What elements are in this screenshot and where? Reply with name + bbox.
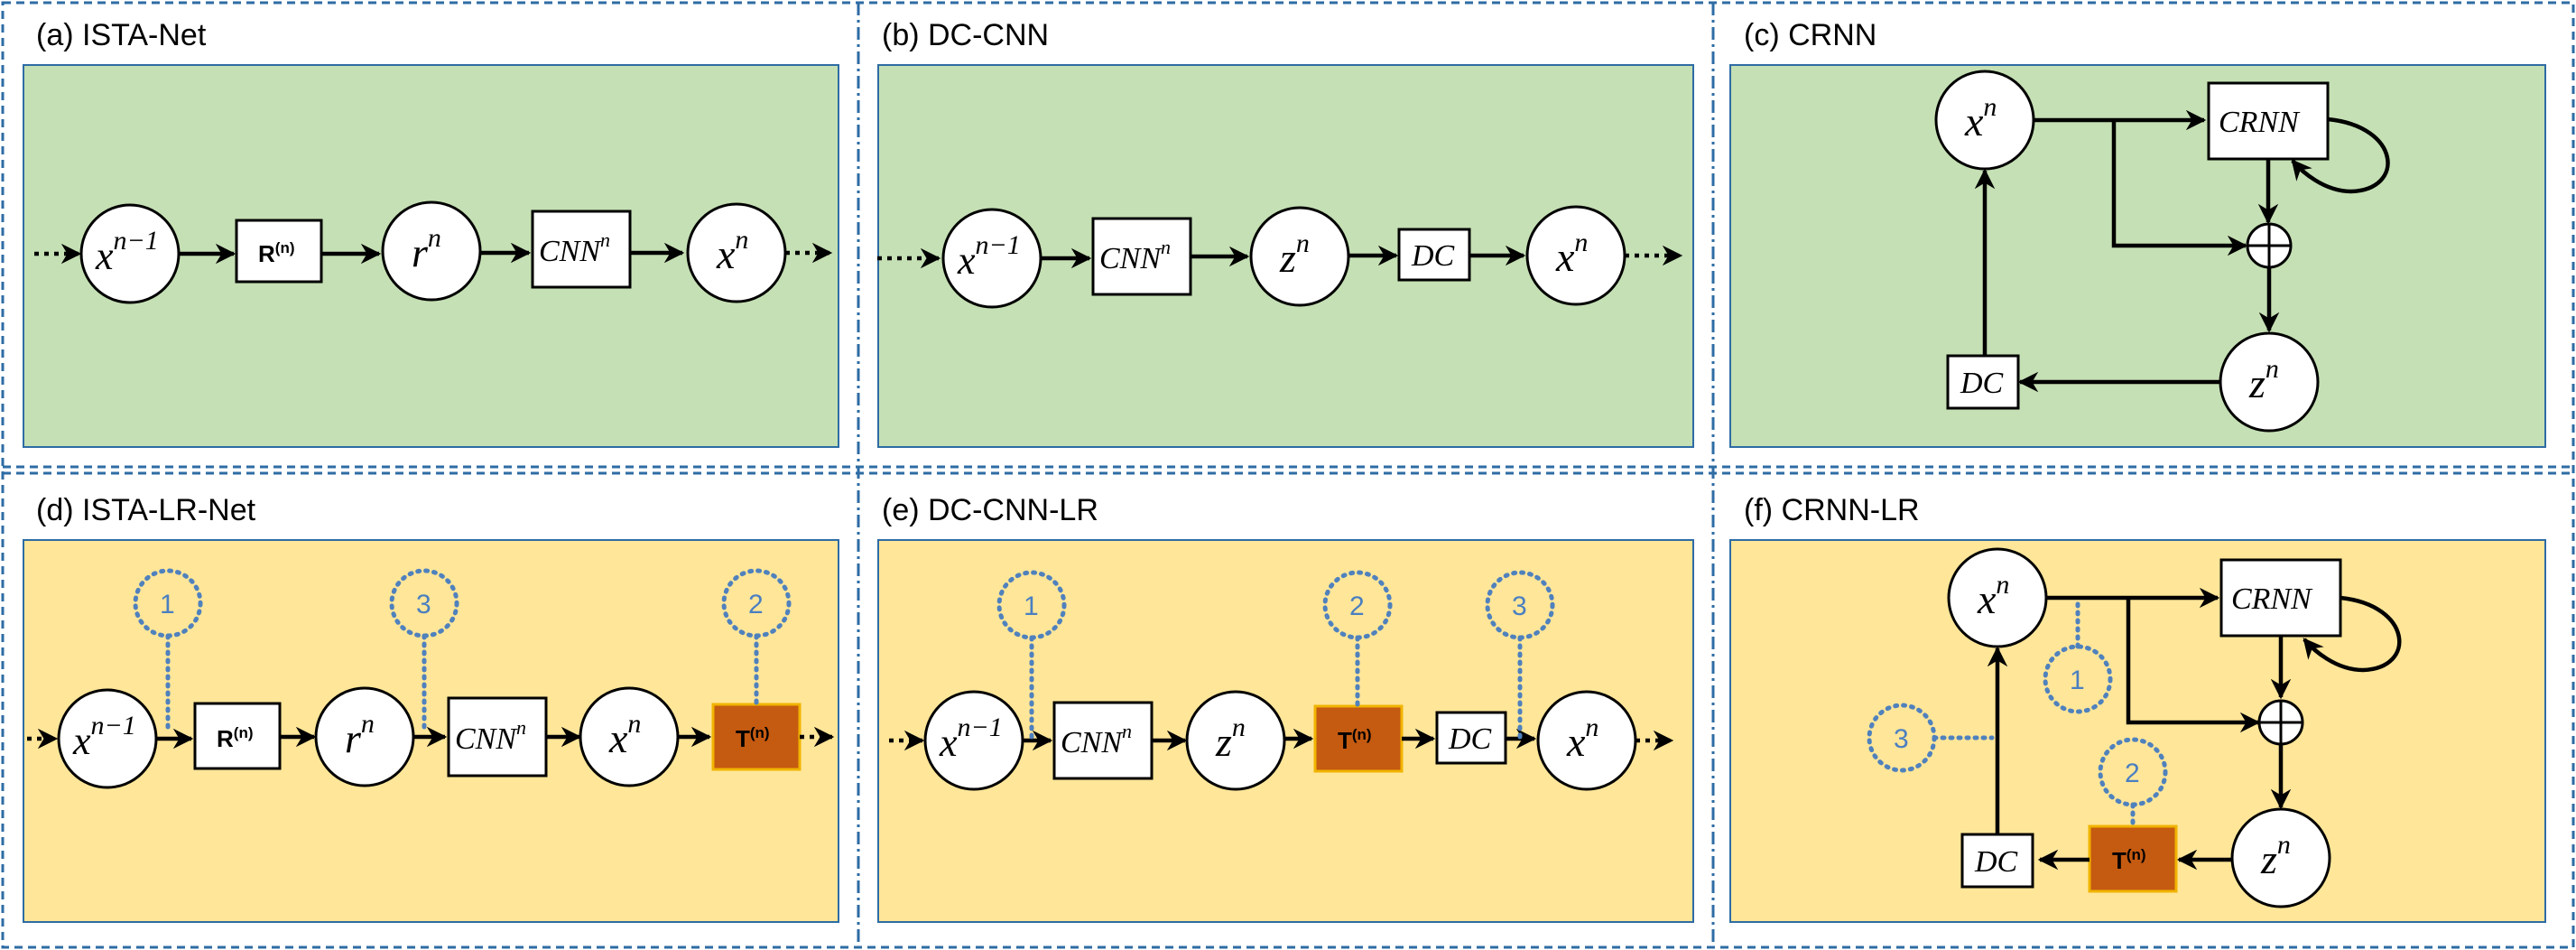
panel-f-title: (f) CRNN-LR — [1744, 493, 1920, 527]
svg-text:CRNN: CRNN — [2231, 582, 2313, 616]
svg-text:zn: zn — [2248, 354, 2279, 406]
panel-c-background — [1729, 64, 2546, 448]
node-dc: DC — [1946, 354, 2020, 410]
svg-text:zn: zn — [1215, 712, 1246, 765]
panel-c-title: (c) CRNN — [1744, 18, 1876, 52]
svg-text:T(n): T(n) — [2112, 846, 2146, 874]
panel-d-title: (d) ISTA-LR-Net — [36, 493, 256, 527]
panel-a-title: (a) ISTA-Net — [36, 18, 207, 52]
svg-text:xn: xn — [608, 709, 641, 761]
node-z: zn — [2219, 331, 2320, 433]
panel-d-diagram: xn−1 R(n) rn CNNn xn T(n) 1 — [27, 568, 835, 789]
node-x-prev: xn−1 — [941, 208, 1042, 309]
panel-b-diagram: xn−1 CNNn zn DC xn — [877, 205, 1683, 309]
node-dc: DC — [1435, 711, 1507, 765]
svg-text:xn−1: xn−1 — [72, 711, 136, 763]
svg-text:R(n): R(n) — [258, 239, 295, 267]
svg-text:zn: zn — [2260, 830, 2291, 882]
marker-1: 1 — [133, 568, 203, 736]
svg-text:DC: DC — [1960, 367, 2004, 400]
svg-text:xn: xn — [1555, 228, 1588, 280]
node-r-box: R(n) — [193, 702, 282, 770]
node-x-prev: xn−1 — [79, 203, 181, 304]
svg-text:xn−1: xn−1 — [957, 230, 1021, 283]
panel-a-diagram: xn−1 R(n) rn CNNn xn — [34, 200, 833, 304]
svg-text:2: 2 — [748, 590, 764, 619]
svg-text:xn: xn — [1566, 712, 1598, 765]
svg-text:CNNn: CNNn — [1099, 236, 1171, 275]
marker-1: 1 — [2043, 599, 2113, 714]
svg-text:xn: xn — [1964, 92, 1997, 144]
marker-3: 3 — [389, 568, 459, 736]
svg-text:R(n): R(n) — [217, 724, 254, 752]
svg-text:CNNn: CNNn — [539, 228, 610, 268]
panel-e-title: (e) DC-CNN-LR — [882, 493, 1098, 527]
svg-text:zn: zn — [1279, 228, 1310, 281]
node-cnn: CNNn — [531, 210, 632, 289]
svg-text:3: 3 — [1894, 724, 1909, 754]
marker-1: 1 — [996, 570, 1067, 740]
node-r: rn — [381, 200, 482, 302]
svg-text:T(n): T(n) — [736, 724, 770, 752]
node-r-box: R(n) — [235, 219, 323, 284]
node-r: rn — [314, 686, 415, 787]
node-x: xn — [1947, 547, 2048, 648]
node-crnn: CRNN — [2207, 81, 2330, 161]
node-x-prev: xn−1 — [57, 688, 158, 789]
svg-text:xn−1: xn−1 — [95, 226, 159, 278]
node-cnn: CNNn — [447, 696, 548, 778]
svg-text:3: 3 — [1512, 591, 1527, 621]
node-dc: DC — [1397, 228, 1471, 282]
node-x: xn — [686, 202, 787, 303]
panel-f-diagram: xn CRNN zn T(n) DC — [1867, 547, 2402, 908]
node-cnn: CNNn — [1091, 217, 1192, 296]
svg-text:2: 2 — [2125, 759, 2140, 788]
node-x-prev: xn−1 — [923, 690, 1024, 791]
panel-e-diagram: xn−1 CNNn zn T(n) DC xn 1 — [889, 570, 1674, 791]
svg-text:3: 3 — [416, 590, 431, 619]
node-x: xn — [1536, 690, 1637, 791]
svg-text:1: 1 — [1024, 591, 1039, 621]
svg-text:xn: xn — [716, 225, 748, 277]
node-t-box: T(n) — [2088, 824, 2178, 893]
svg-text:T(n): T(n) — [1338, 726, 1372, 754]
svg-text:DC: DC — [1448, 722, 1492, 756]
node-x: xn — [579, 686, 680, 787]
marker-2: 2 — [2098, 737, 2168, 828]
marker-3: 3 — [1485, 570, 1555, 740]
svg-text:CRNN: CRNN — [2219, 106, 2301, 139]
node-dc: DC — [1960, 833, 2034, 889]
svg-text:DC: DC — [1974, 845, 2018, 879]
svg-text:rn: rn — [345, 709, 375, 761]
marker-2: 2 — [1322, 570, 1393, 707]
node-x: xn — [1934, 70, 2035, 171]
panel-b-title: (b) DC-CNN — [882, 18, 1049, 52]
node-t-box: T(n) — [711, 703, 802, 771]
node-t-box: T(n) — [1313, 704, 1404, 773]
svg-text:rn: rn — [412, 223, 441, 275]
marker-3: 3 — [1867, 703, 1995, 773]
svg-text:1: 1 — [160, 590, 175, 619]
node-crnn: CRNN — [2219, 558, 2342, 638]
svg-text:CNNn: CNNn — [1061, 720, 1132, 759]
node-z: zn — [1249, 206, 1350, 307]
sum-node — [2246, 222, 2293, 269]
svg-text:xn: xn — [1977, 570, 2009, 622]
node-z: zn — [1185, 690, 1286, 791]
node-x: xn — [1525, 205, 1626, 306]
svg-text:DC: DC — [1411, 239, 1455, 273]
marker-2: 2 — [721, 568, 792, 705]
svg-text:1: 1 — [2070, 666, 2085, 695]
sum-node — [2257, 699, 2304, 746]
svg-text:xn−1: xn−1 — [939, 712, 1003, 765]
svg-text:2: 2 — [1349, 591, 1365, 621]
node-cnn: CNNn — [1052, 701, 1154, 780]
panel-c-diagram: xn CRNN zn DC — [1934, 70, 2390, 433]
node-z: zn — [2230, 807, 2331, 908]
svg-text:CNNn: CNNn — [455, 716, 526, 756]
